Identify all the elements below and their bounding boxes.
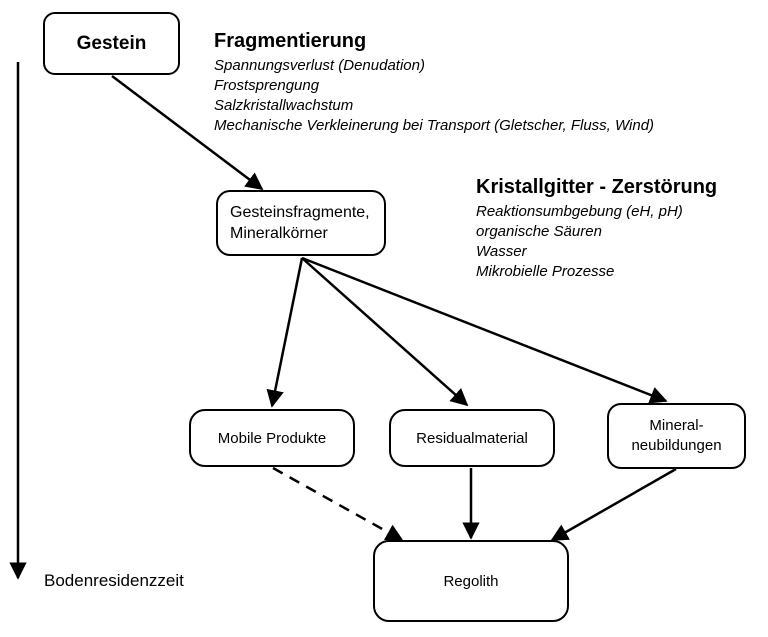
node-residualmaterial: Residualmaterial bbox=[389, 409, 555, 467]
node-mobile-produkte-label: Mobile Produkte bbox=[217, 429, 327, 447]
process-item: Spannungsverlust (Denudation) bbox=[214, 57, 425, 74]
node-regolith: Regolith bbox=[373, 540, 569, 622]
node-gestein: Gestein bbox=[43, 12, 180, 75]
edge-fragmente-mobile bbox=[266, 257, 304, 408]
node-mobile-produkte: Mobile Produkte bbox=[189, 409, 355, 467]
process-item: Mechanische Verkleinerung bei Transport … bbox=[214, 117, 655, 134]
process-kristallgitter: Kristallgitter - Zerstörung Reaktionsumb… bbox=[476, 176, 717, 282]
process-kristallgitter-title: Kristallgitter - Zerstörung bbox=[476, 176, 718, 198]
process-item: Reaktionsumbgebung (eH, pH) bbox=[476, 203, 683, 220]
node-gesteinsfragmente-line1: Gesteinsfragmente, bbox=[230, 204, 370, 221]
node-mineralneubildungen: Mineral- neubildungen bbox=[607, 403, 746, 469]
edge-fragmente-residual bbox=[301, 257, 469, 407]
node-mineral-line1: Mineral- bbox=[649, 417, 704, 434]
process-item: Mikrobielle Prozesse bbox=[476, 263, 615, 280]
edge-gestein-fragmente bbox=[111, 75, 264, 191]
process-fragmentierung-title: Fragmentierung bbox=[214, 30, 367, 52]
node-mineral-line2: neubildungen bbox=[631, 437, 722, 454]
process-fragmentierung: Fragmentierung Spannungsverlust (Denudat… bbox=[214, 30, 654, 136]
edge-mineral-regolith bbox=[550, 467, 677, 542]
process-item: organische Säuren bbox=[476, 223, 602, 240]
node-gestein-label: Gestein bbox=[76, 32, 147, 54]
edge-mobile-regolith bbox=[272, 466, 404, 542]
node-regolith-label: Regolith bbox=[443, 572, 499, 590]
node-residualmaterial-label: Residualmaterial bbox=[416, 429, 528, 447]
edge-fragmente-mineral bbox=[301, 256, 668, 404]
process-item: Salzkristallwachstum bbox=[214, 97, 354, 114]
time-axis-label: Bodenresidenzzeit bbox=[44, 571, 184, 590]
process-item: Frostsprengung bbox=[214, 77, 320, 94]
node-gesteinsfragmente: Gesteinsfragmente, Mineralkörner bbox=[216, 190, 386, 256]
process-item: Wasser bbox=[476, 243, 527, 260]
node-gesteinsfragmente-line2: Mineralkörner bbox=[230, 225, 328, 242]
